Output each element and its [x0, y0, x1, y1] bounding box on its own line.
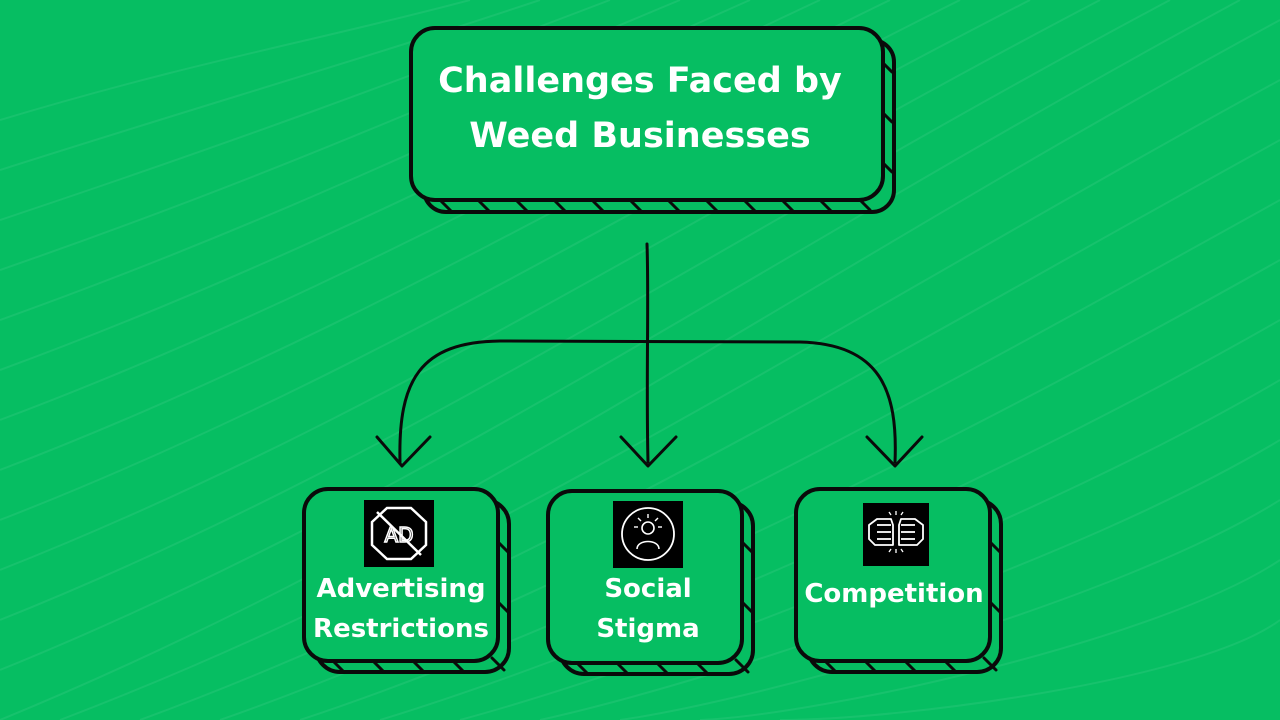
- no-ads-icon: AD: [364, 500, 434, 567]
- title-box: [409, 26, 896, 214]
- node-label-social-stigma: Social Stigma: [596, 574, 700, 644]
- branch-curve-line: [398, 339, 897, 464]
- arrowhead-right: [865, 435, 924, 468]
- node-label-competition: Competition: [804, 579, 984, 609]
- connector-lines: [375, 242, 924, 468]
- card-social-stigma: [546, 489, 755, 676]
- arrowhead-left: [375, 435, 432, 468]
- card-competition: [794, 487, 1003, 674]
- fists-bump-icon: [863, 503, 929, 566]
- vertical-stem-line: [645, 242, 650, 464]
- node-label-advertising-restrictions: Advertising Restrictions: [313, 574, 489, 644]
- diagram-title: Challenges Faced by Weed Businesses: [438, 61, 842, 156]
- person-idea-icon: [613, 501, 683, 568]
- arrowhead-center: [619, 435, 678, 468]
